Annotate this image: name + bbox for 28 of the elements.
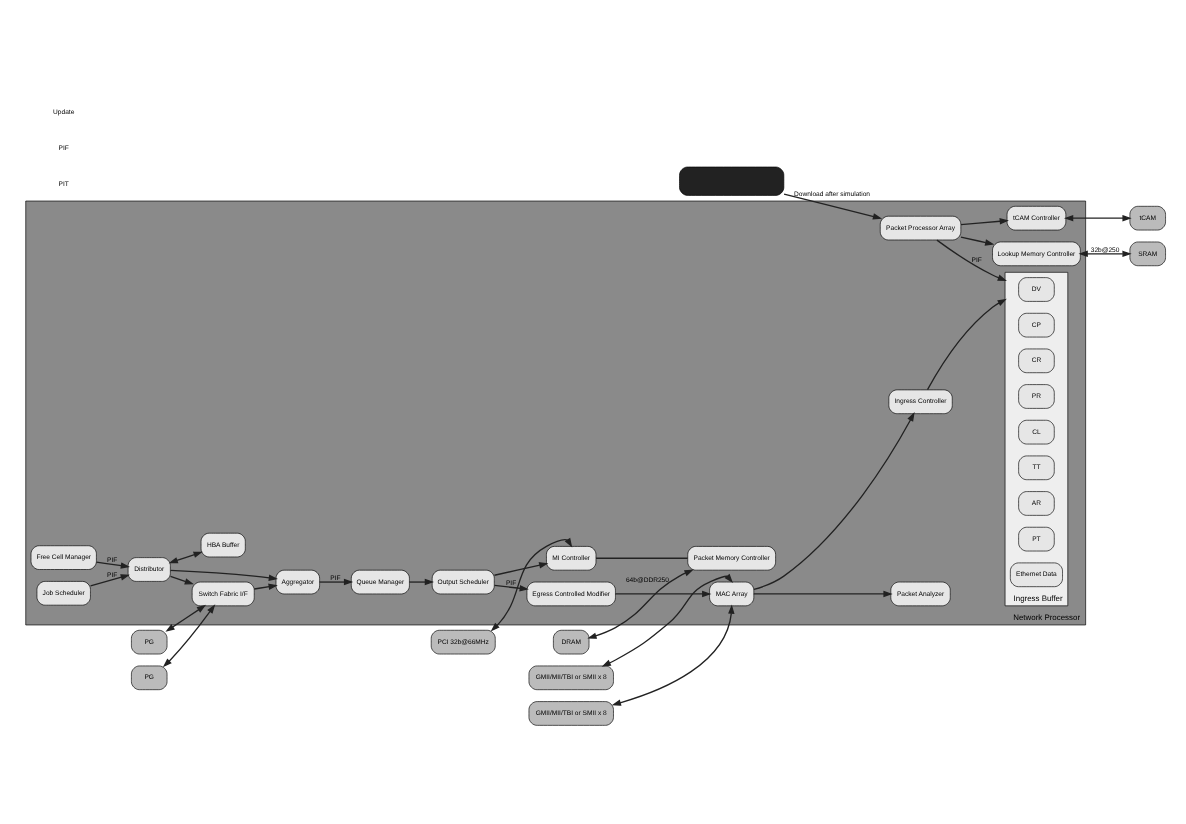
arrow — [493, 561, 549, 575]
arrow — [753, 411, 915, 590]
node-box — [679, 165, 785, 195]
arrow — [960, 235, 995, 245]
arrow — [611, 603, 735, 705]
arrow — [960, 217, 1009, 225]
arrow — [408, 577, 434, 585]
arrow — [1078, 249, 1132, 257]
arrow — [587, 568, 694, 638]
arrow — [936, 238, 1007, 281]
arrow — [614, 589, 712, 597]
arrow — [89, 573, 130, 586]
arrow — [601, 572, 733, 666]
arrow — [783, 192, 883, 219]
arrow — [168, 550, 203, 563]
arrow — [493, 583, 529, 591]
arrow — [490, 536, 573, 631]
arrow — [926, 297, 1007, 390]
arrow — [1064, 213, 1132, 221]
arrow — [753, 589, 893, 597]
arrow — [165, 603, 207, 631]
arrow — [95, 560, 130, 568]
arrow — [169, 574, 194, 584]
connector — [595, 556, 689, 558]
arrow — [169, 568, 278, 581]
arrow — [253, 582, 278, 589]
arrow — [319, 577, 354, 585]
arrow — [162, 603, 216, 667]
